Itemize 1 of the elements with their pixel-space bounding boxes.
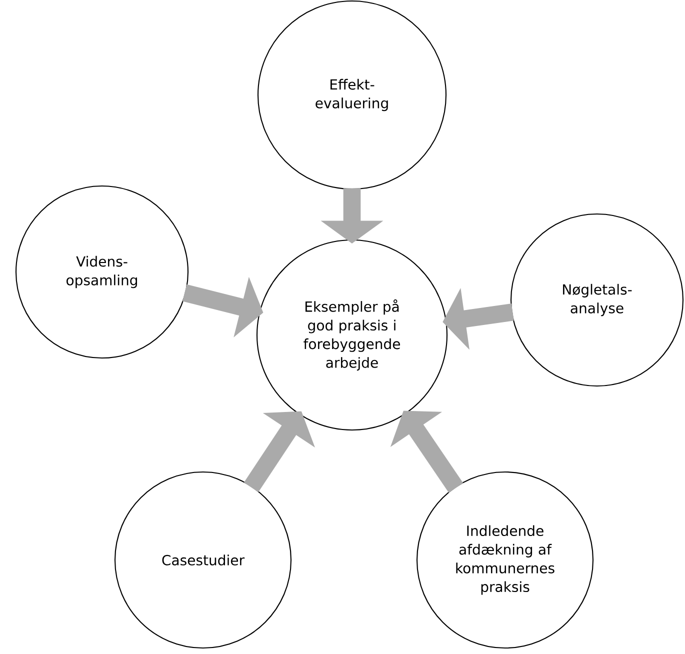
- block-arrow: [390, 410, 464, 493]
